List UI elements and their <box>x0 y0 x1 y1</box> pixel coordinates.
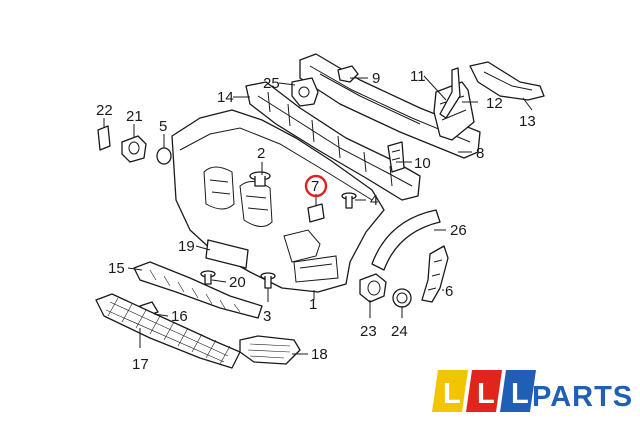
part-11-12-side-bracket <box>433 67 475 141</box>
part-25-sensor <box>291 77 319 107</box>
part-19-plate <box>205 239 249 269</box>
part-15-grille-frame <box>133 261 263 319</box>
part-22-cap <box>97 125 111 151</box>
callout-13: 13 <box>519 113 536 130</box>
logo-letter-1: L <box>443 378 462 410</box>
part-21-sensor <box>121 135 147 163</box>
callout-25: 25 <box>263 75 280 92</box>
lll-parts-logo: L L L PARTS <box>432 370 633 413</box>
part-18-fog-trim <box>239 335 301 365</box>
part-6-side-strip <box>421 245 449 303</box>
part-24-sensor-ring <box>392 288 412 308</box>
logo-tile-yellow <box>432 370 468 412</box>
callout-5: 5 <box>159 118 167 135</box>
callout-22: 22 <box>96 102 113 119</box>
part-4-bolt <box>341 192 357 209</box>
part-14-absorber <box>245 81 421 201</box>
callout-2: 2 <box>257 145 265 162</box>
logo-tile-blue <box>500 370 536 412</box>
logo-word: PARTS <box>532 381 633 413</box>
logo-letter-2: L <box>477 378 496 410</box>
callout-20: 20 <box>229 274 246 291</box>
part-23-parking-sensor <box>359 273 387 303</box>
callout-11: 11 <box>410 68 426 85</box>
callout-12: 12 <box>486 95 503 112</box>
callout-23: 23 <box>360 323 377 340</box>
logo-tile-red <box>466 370 502 412</box>
logo-letter-3: L <box>511 378 530 410</box>
callout-8: 8 <box>476 145 484 162</box>
callout-4: 4 <box>370 192 378 209</box>
part-10-bracket <box>387 141 405 173</box>
part-13-bracket <box>469 61 545 101</box>
callout-14: 14 <box>217 89 234 106</box>
callout-26: 26 <box>450 222 467 239</box>
callout-10: 10 <box>414 155 431 172</box>
part-2-fastener <box>249 171 271 187</box>
leader-lines <box>103 75 533 355</box>
callout-7: 7 <box>311 178 319 195</box>
callout-3: 3 <box>263 308 271 325</box>
part-20-bolt <box>200 270 216 285</box>
callout-9: 9 <box>372 70 380 87</box>
part-26-arch-trim <box>371 209 441 271</box>
callout-18: 18 <box>311 346 328 363</box>
part-3-bolt <box>260 272 276 289</box>
callout-19: 19 <box>178 238 195 255</box>
callout-24: 24 <box>391 323 408 340</box>
callout-21: 21 <box>126 108 143 125</box>
callout-15: 15 <box>108 260 125 277</box>
callout-labels: 1 2 3 4 5 6 7 8 9 10 11 12 13 14 15 16 1… <box>96 68 536 373</box>
part-17-mesh-grille <box>95 293 241 369</box>
callout-6: 6 <box>445 283 453 300</box>
part-5-ring <box>156 147 172 165</box>
callout-16: 16 <box>171 308 188 325</box>
callout-1: 1 <box>309 296 317 313</box>
callout-17: 17 <box>132 356 149 373</box>
highlight-ring <box>304 174 328 198</box>
